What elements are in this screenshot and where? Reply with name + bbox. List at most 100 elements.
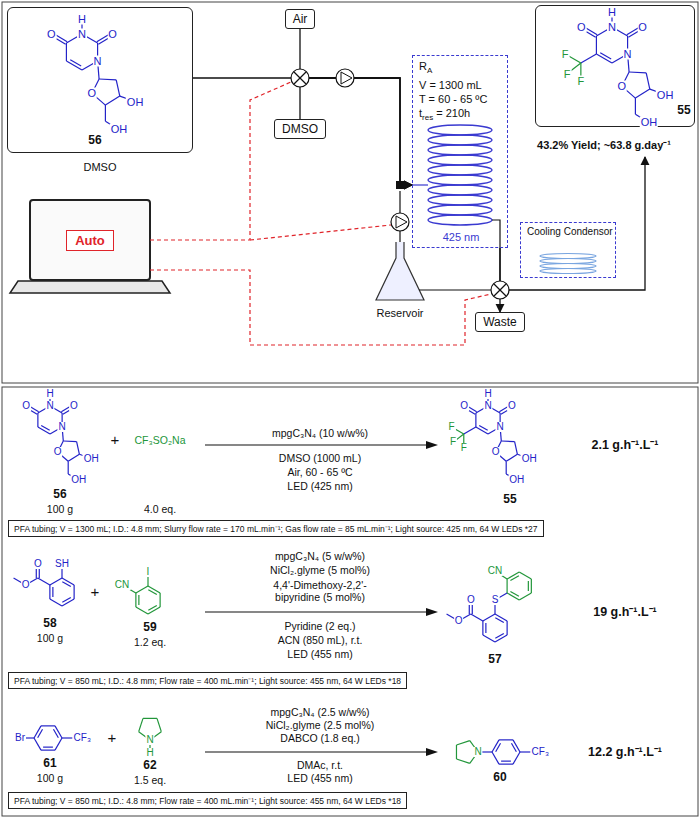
valve-symbol (494, 284, 506, 296)
chemical-bond (531, 579, 532, 593)
vessel-label: Reservoir (376, 307, 423, 320)
condition-text: DABCO (1.8 eq.) (280, 732, 359, 744)
chemical-bond (37, 413, 38, 427)
chemical-bond (136, 607, 148, 614)
condition-text: NiCl₂.glyme (5 mol%) (270, 564, 370, 576)
node-text: Waste (483, 315, 517, 329)
atom-label: O (617, 81, 628, 92)
productivity-value: 19 g.h⁻¹.L⁻¹ (593, 605, 657, 619)
atom-label: CN (487, 566, 503, 576)
chemical-bond (68, 461, 69, 474)
chemical-structure (25, 394, 91, 480)
arrow-head (426, 441, 438, 449)
chemical-bond (501, 440, 514, 442)
atom-label: N (473, 747, 482, 757)
reactor-coil (428, 195, 492, 205)
atom-label: CF₃ (531, 747, 550, 757)
node-text: R (419, 60, 427, 72)
node-text: 56 (88, 133, 101, 147)
text-line: Auto (75, 233, 105, 248)
condenser-coil (540, 254, 596, 259)
atom-label: OH (521, 454, 538, 464)
chemical-bond (43, 747, 53, 748)
atom-label: N (57, 422, 66, 432)
condition-text: mpgC₃N₄ (5 w/w%) (275, 550, 365, 562)
chemical-bond (510, 591, 518, 596)
condition-text: LED (455 nm) (287, 648, 352, 660)
coil-outlet (492, 220, 500, 248)
atom-label: N (483, 401, 492, 411)
atom-label: H (607, 6, 617, 17)
chemical-bond (160, 593, 161, 607)
text-line: Waste (483, 315, 517, 329)
chemical-bond (38, 729, 43, 737)
plus-sign: + (108, 729, 117, 746)
chemical-bond (506, 579, 507, 593)
text-line: PFA tubing; V = 850 mL; I.D.: 4.8 mm; Fl… (14, 795, 401, 806)
reactor-coil (428, 135, 492, 145)
node-text: DMSO (282, 122, 318, 136)
condition-text: 1.5 eq. (134, 774, 166, 786)
condition-text: DMSO (1000 mL) (279, 452, 361, 464)
productivity-value: 12.2 g.h⁻¹.L⁻¹ (588, 745, 662, 759)
text-line: T = 60 - 65 ºC (419, 92, 501, 106)
node-text: Air (293, 12, 308, 26)
condition-text: mpgC₃N₄ (2.5 w/w%) (271, 706, 370, 718)
reaction-arrow (205, 751, 428, 752)
chemical-structure (122, 572, 160, 614)
chemical-bond (471, 614, 483, 621)
chemical-structure (456, 740, 540, 764)
atom-label: Br (14, 733, 26, 743)
chemical-bond (581, 54, 597, 63)
chemical-bond (506, 454, 517, 461)
chemical-bond (148, 586, 160, 593)
node-text: T = 60 - 65 ºC (419, 93, 487, 105)
compound-number: 58 (43, 617, 56, 631)
chemical-bond (157, 718, 161, 731)
chemical-bond (138, 595, 139, 605)
condition-text: 100 g (47, 503, 73, 515)
pump-symbol (336, 69, 354, 87)
chemical-bond (476, 427, 488, 434)
node-text: DMSO (84, 161, 117, 173)
productivity-value: 2.1 g.h⁻¹.L⁻¹ (591, 438, 658, 452)
box-outline (7, 7, 193, 153)
chemical-bond (456, 745, 457, 759)
reaction-arrow (205, 444, 428, 445)
atom-label: O (454, 616, 464, 626)
condition-text: ACN (850 mL), r.t. (278, 634, 363, 646)
atom-label: O (69, 401, 79, 411)
chemical-structure (565, 12, 665, 123)
arrow-head (426, 608, 438, 616)
sample-box: 56DMSO (7, 7, 193, 179)
reactor-coil (428, 165, 492, 175)
compound-number: 59 (143, 621, 156, 635)
reactor-coil (428, 155, 492, 165)
atom-label: N (77, 29, 87, 40)
chemical-bond (456, 759, 469, 763)
text-line: PFA tubing; V = 850 mL; I.D.: 4.8 mm; Fl… (14, 675, 401, 686)
chemical-bond (139, 718, 143, 731)
chemical-bond (148, 605, 156, 610)
node-text: Cooling Condensor (527, 226, 613, 237)
chemical-bond (635, 98, 636, 114)
chemical-bond (475, 413, 476, 427)
chemical-bond (136, 586, 148, 593)
chemical-bond (519, 593, 531, 600)
node-text: = 210h (436, 107, 470, 119)
atom-label: O (87, 88, 98, 99)
chemical-bond (62, 578, 74, 585)
reactor-coil (428, 175, 492, 185)
chemical-bond (646, 73, 650, 89)
condenser: Cooling Condensor (520, 222, 616, 278)
chemical-structure (452, 394, 530, 480)
solvent-source: DMSO (274, 119, 326, 139)
node-text: PFA tubing; V = 850 mL; I.D.: 4.8 mm; Fl… (14, 796, 401, 806)
node-text: A (427, 66, 432, 75)
atom-label: F (448, 422, 456, 432)
atom-label: O (107, 29, 118, 40)
mixing-junction (396, 181, 404, 189)
atom-label: I (146, 567, 151, 577)
